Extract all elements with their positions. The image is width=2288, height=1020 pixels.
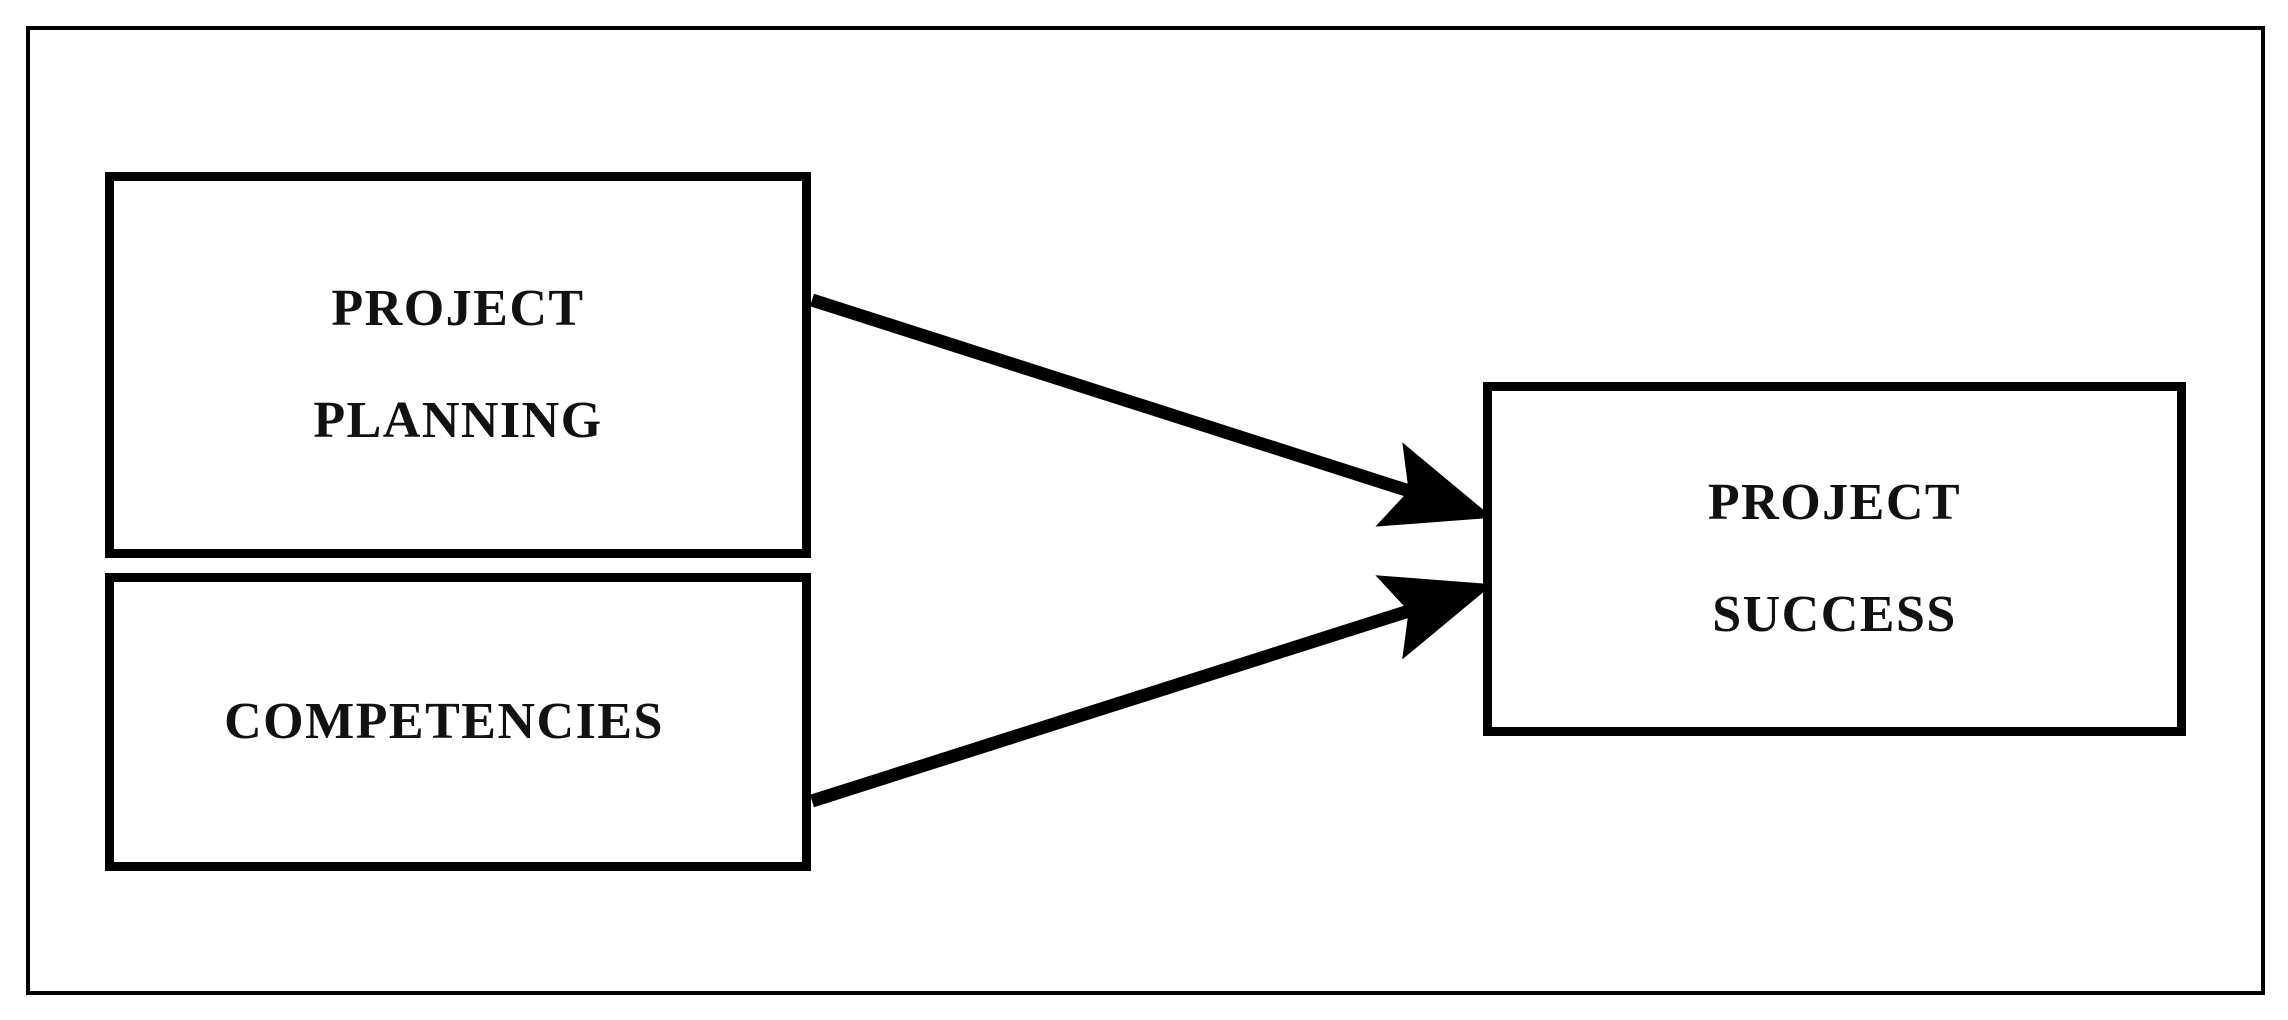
node-project-success-line-2: SUCCESS (1712, 586, 1957, 643)
node-project-planning-line-2: PLANNING (313, 392, 603, 449)
node-project-success-line-1: PROJECT (1707, 474, 1962, 531)
diagram-outer-frame (26, 26, 2265, 995)
node-competencies-line-1: COMPETENCIES (224, 693, 664, 750)
node-project-planning[interactable]: PROJECT PLANNING (105, 172, 811, 558)
node-project-planning-line-1: PROJECT (331, 280, 585, 337)
node-competencies[interactable]: COMPETENCIES (105, 573, 811, 871)
node-project-success[interactable]: PROJECT SUCCESS (1483, 382, 2186, 736)
